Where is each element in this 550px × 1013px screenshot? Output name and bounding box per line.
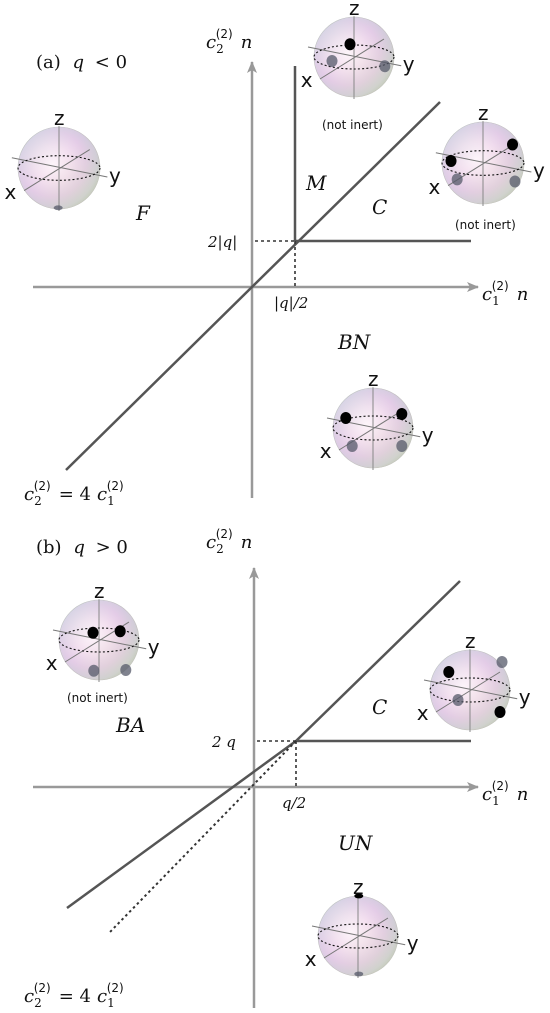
sphere-C-b-x-label: x	[417, 701, 429, 725]
tick-y-label-a: 2|q|	[207, 233, 237, 251]
sphere-M-dot-1	[379, 60, 391, 73]
sphere-F-x-axis	[23, 149, 91, 191]
sphere-BA-y-label: y	[148, 635, 160, 659]
sphere-UN-y-label: y	[407, 931, 419, 955]
sphere-BA-z-label: z	[94, 579, 105, 603]
sphere-BA-y-axis	[52, 629, 147, 650]
sphere-C-b-equator	[429, 677, 511, 703]
sphere-C-b-dot-2	[496, 656, 508, 668]
sphere-BN: z x y	[320, 367, 434, 470]
x-axis-label-b: c1(2)n	[482, 779, 528, 808]
sphere-C-b-y-label: y	[519, 685, 531, 709]
boundary-line-a	[65, 101, 441, 471]
sphere-BN-dot-3	[396, 440, 408, 452]
tick-x-label-b: q/2	[282, 794, 306, 812]
sphere-C-a-dot-3	[509, 175, 521, 188]
sphere-F: z x y	[4, 106, 121, 212]
sphere-BN-equator	[332, 415, 414, 441]
sphere-BA: z x y	[46, 579, 160, 682]
sphere-C-b: z x y	[417, 629, 531, 732]
sphere-F-z-label: z	[54, 106, 65, 130]
sphere-C-a-dot-0	[445, 154, 457, 167]
sphere-F-equator	[17, 155, 101, 181]
sphere-C-b-z-label: z	[465, 629, 476, 653]
sphere-BA-equator	[58, 627, 140, 653]
boundary-diagonal-b	[295, 580, 461, 742]
sphere-note-M: (not inert)	[322, 118, 383, 132]
sphere-M-z-label: z	[349, 0, 360, 20]
phase-label-C-a: C	[372, 195, 387, 219]
panel-label-b: (b) q > 0	[36, 537, 128, 558]
sphere-UN: z x y	[305, 875, 419, 978]
sphere-C-a: z x y	[428, 101, 545, 207]
tick-x-label-a: |q|/2	[274, 294, 308, 312]
sphere-BN-y-label: y	[422, 423, 434, 447]
sphere-UN-x-label: x	[305, 947, 317, 971]
sphere-BN-x-label: x	[320, 439, 332, 463]
phase-label-UN: UN	[338, 831, 374, 855]
y-axis-label-b: c2(2)n	[206, 527, 252, 556]
sphere-C-a-x-label: x	[428, 175, 440, 199]
sphere-C-b-y-axis	[423, 679, 518, 700]
sphere-C-a-dot-2	[507, 138, 519, 151]
sphere-C-b-dot-0	[443, 666, 455, 678]
sphere-M-x-axis	[319, 38, 385, 80]
sphere-note-C-a: (not inert)	[455, 218, 516, 232]
y-axis-label-a: c2(2)n	[206, 27, 252, 56]
sphere-UN-y-axis	[311, 925, 406, 946]
sphere-C-a-dot-1	[451, 173, 463, 186]
sphere-BN-dot-0	[340, 412, 352, 424]
sphere-note-BA: (not inert)	[67, 691, 128, 705]
sphere-BA-dot-1	[114, 625, 126, 638]
x-axis-label-a: c1(2)n	[482, 279, 528, 308]
panel-label-a: (a) q < 0	[36, 52, 127, 73]
sphere-M-x-label: x	[301, 68, 313, 92]
sphere-UN-dot-0	[354, 893, 364, 899]
sphere-BN-dot-1	[346, 440, 358, 452]
sphere-UN-equator	[317, 923, 399, 949]
panel-a: (a) q < 0 c2(2)n c1(2)n 2|q| |q|/2 F M C…	[4, 0, 545, 508]
sphere-C-a-z-label: z	[478, 101, 489, 125]
tick-y-label-b: 2 q	[211, 733, 236, 751]
sphere-M-dot-0	[344, 38, 356, 51]
sphere-UN-dot-1	[354, 971, 364, 977]
sphere-BA-dot-3	[120, 664, 132, 676]
dotted-line-b	[109, 740, 297, 933]
sphere-C-a-y-label: y	[533, 158, 545, 182]
sphere-M: z x y	[301, 0, 415, 99]
sphere-C-a-equator	[441, 150, 525, 176]
sphere-M-dot-2	[326, 55, 338, 67]
phase-label-F: F	[135, 201, 151, 225]
sphere-F-y-label: y	[109, 163, 121, 187]
phase-label-C-b: C	[372, 695, 387, 719]
sphere-BA-dot-0	[87, 626, 99, 639]
panel-b: (b) q > 0 c2(2)n c1(2)n 2 q q/2 BA C UN …	[24, 527, 531, 1010]
boundary-line-b	[66, 739, 297, 910]
phase-label-BA: BA	[115, 713, 145, 737]
sphere-BN-z-label: z	[368, 367, 379, 391]
sphere-F-x-label: x	[4, 180, 16, 204]
sphere-UN-z-label: z	[353, 875, 364, 899]
sphere-UN-x-axis	[323, 917, 389, 959]
sphere-BA-dot-2	[88, 664, 100, 677]
phase-label-M: M	[305, 171, 327, 195]
phase-label-BN: BN	[337, 330, 372, 354]
sphere-F-dot-0	[53, 205, 63, 211]
sphere-BN-dot-2	[396, 408, 408, 420]
sphere-BA-x-label: x	[46, 651, 58, 675]
sphere-F-y-axis	[11, 157, 108, 178]
sphere-M-y-label: y	[403, 52, 415, 76]
sphere-C-b-dot-3	[494, 706, 506, 718]
sphere-C-b-x-axis	[435, 671, 501, 713]
sphere-C-b-dot-1	[452, 694, 464, 706]
